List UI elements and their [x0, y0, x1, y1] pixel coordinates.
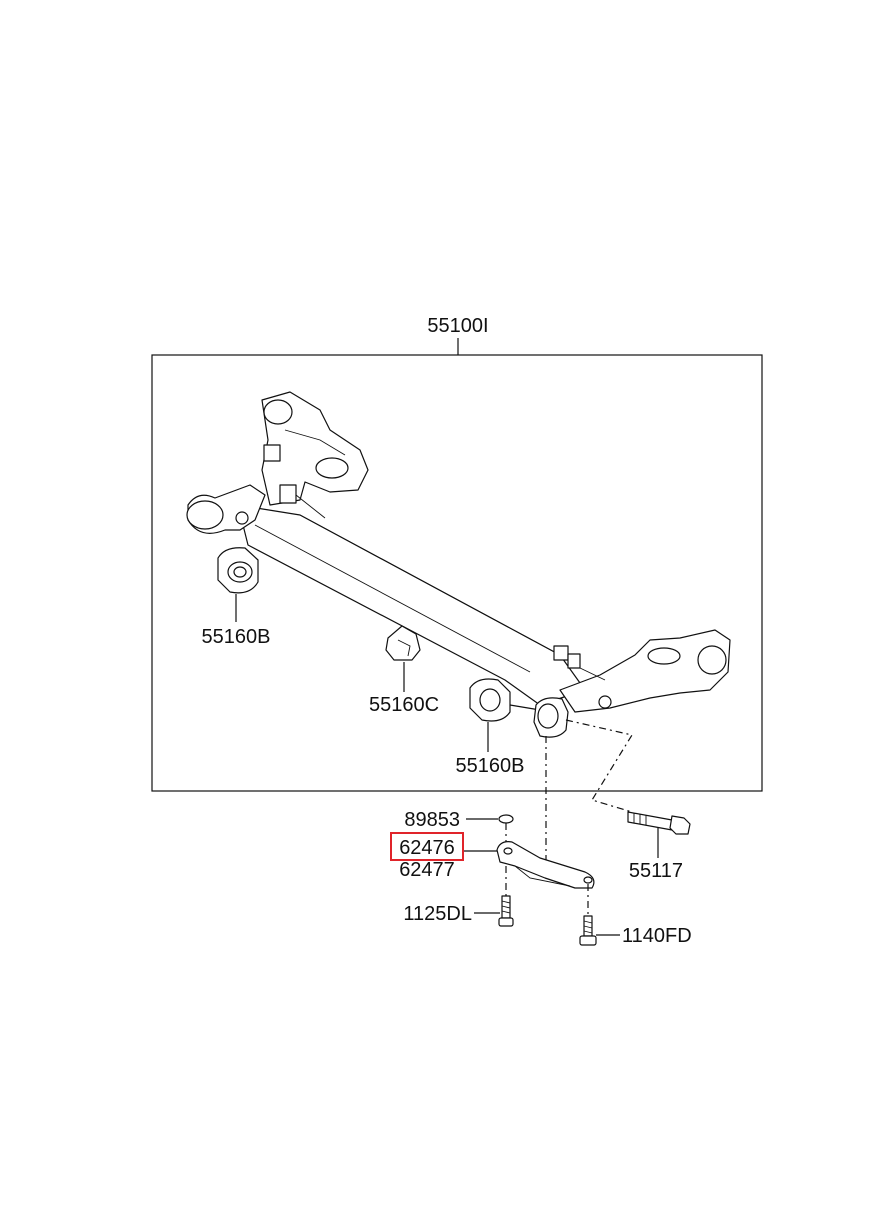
right-spring-seat — [647, 647, 681, 665]
torsion-beam-axle[interactable] — [186, 391, 731, 713]
mounted-bushing — [533, 697, 569, 738]
right-hub-hole — [697, 645, 727, 675]
left-spring-seat — [315, 457, 349, 479]
right-clip-1 — [553, 645, 569, 661]
right-eye-bolt — [598, 695, 612, 709]
bolt-1140fd[interactable] — [579, 915, 597, 946]
label-bracket-selected[interactable]: 62476 — [399, 837, 455, 859]
label-bracket-mid[interactable]: 55160C — [369, 694, 439, 716]
left-eye-ring — [186, 500, 224, 530]
right-trailing-arm — [559, 629, 731, 713]
beam-body — [237, 504, 586, 706]
label-bush-left[interactable]: 55160B — [202, 626, 271, 648]
assembly-frame — [151, 354, 763, 792]
left-hub-hole — [263, 399, 293, 425]
label-bracket-alt[interactable]: 62477 — [399, 859, 455, 881]
bracket-55160c[interactable] — [385, 625, 421, 661]
label-bush-right[interactable]: 55160B — [456, 755, 525, 777]
assembly-label[interactable]: 55100I — [427, 315, 488, 337]
bolt-55117[interactable] — [627, 811, 691, 835]
label-washer[interactable]: 89853 — [404, 809, 460, 831]
left-eye-bolt — [235, 511, 249, 525]
right-clip-2 — [567, 653, 581, 669]
washer-89853[interactable] — [498, 814, 514, 824]
label-bolt-long[interactable]: 55117 — [629, 860, 683, 882]
bolt-1125dl[interactable] — [498, 895, 514, 927]
bushing-left[interactable] — [217, 547, 259, 594]
left-clip-2 — [279, 484, 297, 504]
highlight-box — [390, 832, 464, 861]
label-bolt-small[interactable]: 1125DL — [403, 903, 472, 925]
mount-line-bolt — [565, 719, 633, 813]
bushing-right[interactable] — [469, 678, 511, 722]
label-bolt-flange[interactable]: 1140FD — [622, 925, 692, 947]
left-clip-1 — [263, 444, 281, 462]
bracket-plate-62476[interactable] — [496, 841, 595, 889]
